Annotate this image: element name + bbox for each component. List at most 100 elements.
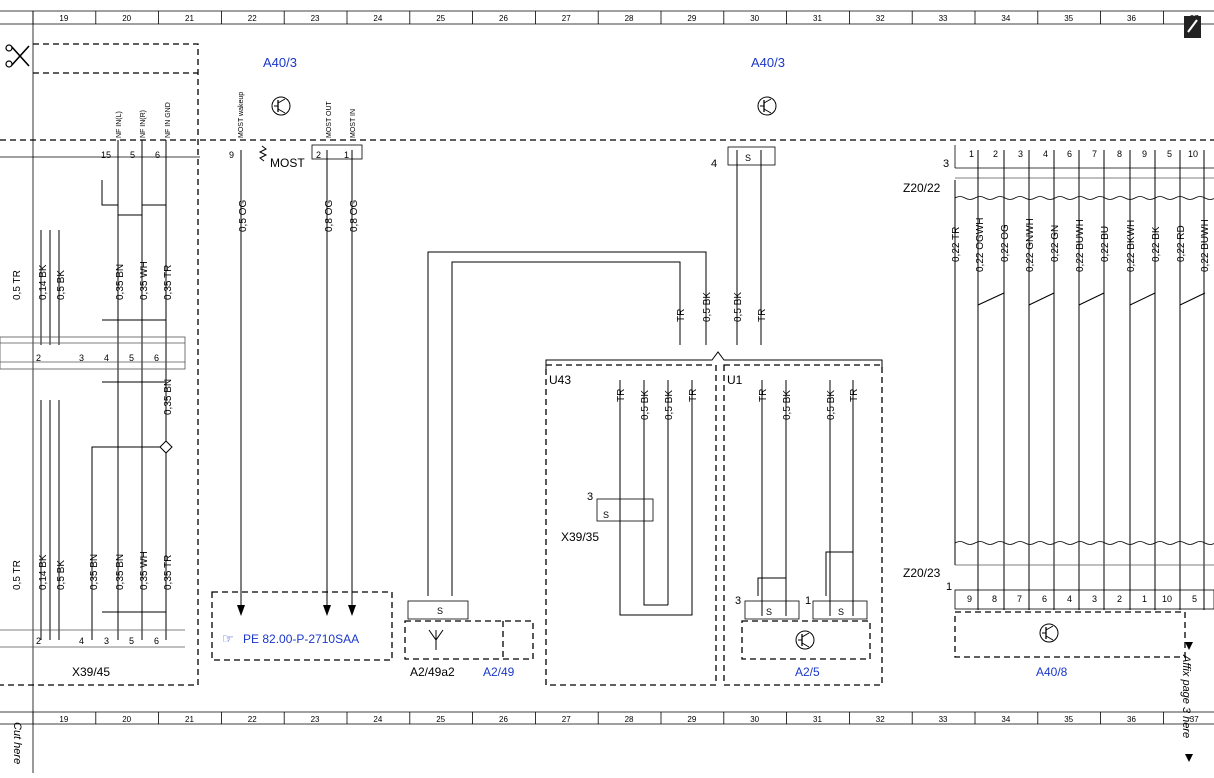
z20-23-wavy-line — [954, 541, 1214, 545]
most-wires — [240, 150, 353, 605]
left-wire-labels-bottom: 0,5 TR 0,14 BK 0,5 BK 0,35 BN 0,35 BN 0,… — [12, 551, 174, 590]
pin-number: 6 — [155, 150, 160, 160]
grid-column-label: 34 — [1001, 14, 1010, 23]
pin-number: 6 — [154, 636, 159, 646]
a2-49a2-connector — [407, 600, 469, 620]
pin-number: 2 — [993, 149, 998, 159]
a2-5-frame — [741, 620, 871, 660]
pencil-icon — [1184, 16, 1201, 38]
a40-3-label-right[interactable]: A40/3 — [751, 55, 785, 70]
left-wires — [40, 140, 167, 640]
pin-signal-label: NF IN GND — [165, 102, 172, 138]
wire-label: 0,22 OGWH — [975, 218, 986, 272]
pin-number: 8 — [992, 594, 997, 604]
a40-8-label[interactable]: A40/8 — [1036, 665, 1068, 679]
pin-number: 1 — [344, 150, 349, 160]
x39-45-label[interactable]: X39/45 — [72, 665, 110, 679]
pin-signal-label: MOST IN — [350, 109, 357, 138]
wire-label: 0,5 BK — [826, 390, 837, 420]
wire-label: 0,35 BN — [115, 264, 126, 300]
pin-number: 1 — [805, 595, 811, 607]
a2-5-label[interactable]: A2/5 — [795, 665, 820, 679]
x39-45-pins-mid: 2 3 4 5 6 — [36, 353, 159, 363]
pin-number: 4 — [1067, 594, 1072, 604]
pin-number: 5 — [129, 353, 134, 363]
pin-number: 15 — [101, 150, 111, 160]
pin-number: 7 — [1092, 149, 1097, 159]
wire-label: 0,35 WH — [139, 551, 150, 590]
pin-number: 4 — [1043, 149, 1048, 159]
center-wire-labels: TR 0,5 BK 0,5 BK TR — [676, 292, 768, 322]
x39-45-connector-mid — [0, 336, 186, 370]
most-connector — [311, 144, 363, 160]
pin-signal-labels: NF IN(L) NF IN(R) NF IN GND MOST wakeup … — [116, 92, 357, 138]
a2-5-connector-left — [744, 600, 800, 620]
pin-number: 3 — [735, 595, 741, 607]
connector-s-label: S — [437, 606, 443, 616]
a2-49-frame — [404, 620, 534, 660]
wire-label: 0,5 BK — [56, 270, 67, 300]
grid-column-label: 28 — [625, 715, 634, 724]
wire-label: 0,5 BK — [733, 292, 744, 322]
pin-number: 2 — [36, 353, 41, 363]
x39-35-label[interactable]: X39/35 — [561, 530, 599, 544]
wire-label: 0,35 BN — [163, 379, 174, 415]
u43-wire-labels: TR 0,5 BK 0,5 BK TR — [616, 389, 699, 420]
grid-column-label: 35 — [1064, 14, 1073, 23]
wire-label: TR — [688, 389, 699, 402]
pin-number: 6 — [1067, 149, 1072, 159]
wire-label: TR — [616, 389, 627, 402]
pin-number: 2 — [1117, 594, 1122, 604]
pin-number: 3 — [587, 491, 593, 503]
grid-column-label: 20 — [122, 715, 131, 724]
u1-label[interactable]: U1 — [727, 373, 743, 387]
connector-top-center — [727, 146, 776, 166]
wire-label: 0,22 OG — [1000, 224, 1011, 262]
wire-label: 0,35 WH — [139, 261, 150, 300]
pin-number: 5 — [129, 636, 134, 646]
grid-column-label: 21 — [185, 715, 194, 724]
antenna-icon — [428, 629, 444, 650]
z20-wires — [954, 150, 1205, 610]
shield-splice-icon — [159, 440, 173, 454]
wire-label: 0,5 TR — [12, 270, 23, 300]
grid-column-label: 36 — [1127, 14, 1136, 23]
z20-22-label[interactable]: Z20/22 — [903, 181, 941, 195]
arrow-down-icon — [1185, 642, 1193, 650]
x39-35-connector — [596, 498, 654, 522]
connector-s-label: S — [766, 607, 772, 617]
z20-23-label[interactable]: Z20/23 — [903, 566, 941, 580]
pin-number: 3 — [1018, 149, 1023, 159]
wire-label: 0,5 BK — [702, 292, 713, 322]
grid-column-label: 36 — [1127, 715, 1136, 724]
reference-link[interactable]: PE 82.00-P-2710SAA — [243, 632, 359, 646]
transistor-icon — [1039, 623, 1059, 643]
grid-ruler-top — [0, 10, 1214, 25]
z20-22-wavy-line — [954, 196, 1214, 200]
grid-column-label: 23 — [311, 14, 320, 23]
z20-22-wire-labels: 0,22 TR 0,22 OGWH 0,22 OG 0,22 GNWH 0,22… — [951, 218, 1211, 272]
wire-label: TR — [758, 389, 769, 402]
left-harness-bends — [101, 180, 167, 613]
a2-49a2-label[interactable]: A2/49a2 — [410, 665, 455, 679]
pin-number: 7 — [1017, 594, 1022, 604]
wire-label: TR — [676, 309, 687, 322]
pin-number: 4 — [104, 353, 109, 363]
a40-3-label-left[interactable]: A40/3 — [263, 55, 297, 70]
grid-column-label: 30 — [750, 14, 759, 23]
wire-label: 0,22 BUWH — [1075, 219, 1086, 272]
u43-frame — [545, 364, 717, 686]
pin-number: 4 — [79, 636, 84, 646]
grid-column-label: 28 — [625, 14, 634, 23]
transistor-icon — [757, 96, 777, 116]
affix-page-label: Affix page 3 here — [1180, 654, 1192, 738]
wire-label: 0,14 BK — [38, 264, 49, 300]
scissors-icon — [5, 44, 30, 68]
wire-label: 0,22 BUWH — [1200, 219, 1211, 272]
u43-label[interactable]: U43 — [549, 373, 571, 387]
grid-column-label: 24 — [373, 14, 382, 23]
grid-column-label: 22 — [248, 715, 257, 724]
hand-pointer-icon: ☞ — [222, 631, 234, 646]
a2-49-label[interactable]: A2/49 — [483, 665, 515, 679]
